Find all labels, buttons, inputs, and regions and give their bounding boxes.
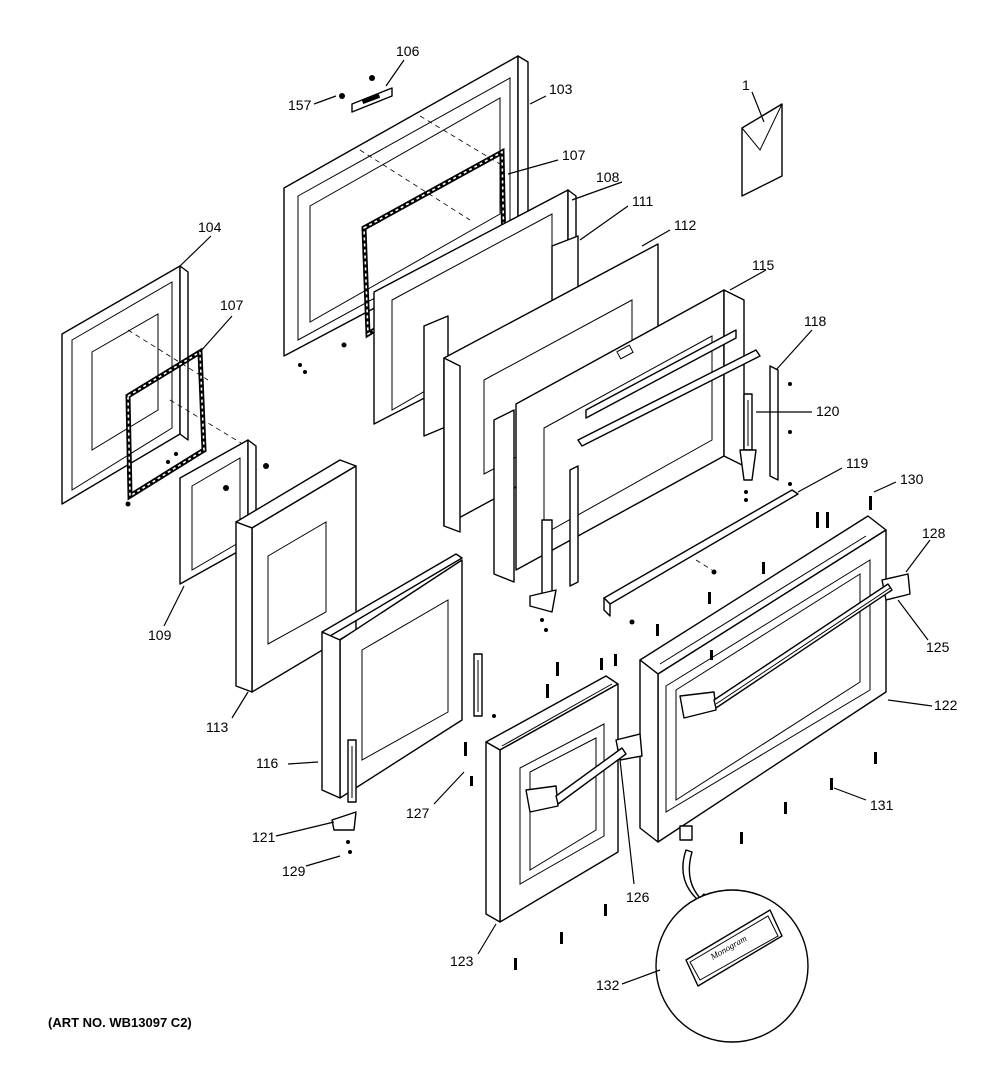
part-lower-gasket	[125, 347, 207, 507]
part-literature	[741, 103, 783, 197]
callout-115: 115	[752, 257, 775, 273]
part-badge-inset: Monogram	[655, 825, 809, 1043]
part-lower-door-liner	[321, 553, 463, 799]
callout-108: 108	[596, 169, 620, 185]
part-screws-lower-outer	[514, 904, 607, 970]
part-side-strip	[769, 365, 792, 486]
part-vent-trim	[603, 489, 799, 625]
callout-112: 112	[674, 217, 697, 233]
callout-111: 111	[632, 193, 653, 209]
callout-128: 128	[922, 525, 946, 541]
callout-labels: 1 103 104 106 107 107 108 109 111 112 11…	[148, 43, 958, 993]
callout-122: 122	[934, 697, 958, 713]
callout-132: 132	[596, 977, 620, 993]
callout-129: 129	[282, 863, 306, 879]
part-upper-outer-door	[639, 515, 887, 843]
callout-109: 109	[148, 627, 172, 643]
part-screws-127	[464, 662, 559, 786]
part-lower-inner-door	[61, 265, 247, 505]
part-vent-bracket	[339, 75, 393, 113]
callout-1: 1	[742, 77, 750, 93]
part-screws-upper-right	[816, 496, 872, 528]
callout-116: 116	[256, 755, 279, 771]
callout-123: 123	[450, 953, 474, 969]
part-lower-door-panel	[179, 439, 269, 585]
upper-door-slots	[659, 535, 867, 665]
callout-121: 121	[252, 829, 276, 845]
callout-103: 103	[549, 81, 573, 97]
callout-130: 130	[900, 471, 924, 487]
callout-127: 127	[406, 805, 430, 821]
part-upper-door-liner	[493, 289, 761, 583]
callout-104: 104	[198, 219, 222, 235]
art-number: (ART NO. WB13097 C2)	[48, 1015, 192, 1030]
part-hinge-lower	[331, 653, 496, 854]
part-upper-handle	[679, 573, 911, 719]
part-hinge-upper-left	[529, 465, 579, 632]
callout-107-upper: 107	[562, 147, 586, 163]
callout-118: 118	[804, 313, 827, 329]
callout-113: 113	[206, 719, 229, 735]
callout-157: 157	[288, 97, 312, 113]
callout-leaders	[163, 59, 933, 985]
callout-126: 126	[626, 889, 650, 905]
callout-107-lower: 107	[220, 297, 244, 313]
part-screws-131	[600, 562, 877, 844]
callout-125: 125	[926, 639, 950, 655]
part-lower-handle	[525, 733, 643, 813]
callout-120: 120	[816, 403, 840, 419]
callout-131: 131	[870, 797, 894, 813]
callout-119: 119	[846, 455, 869, 471]
part-hinge-upper-right	[739, 393, 757, 502]
callout-106: 106	[396, 43, 420, 59]
